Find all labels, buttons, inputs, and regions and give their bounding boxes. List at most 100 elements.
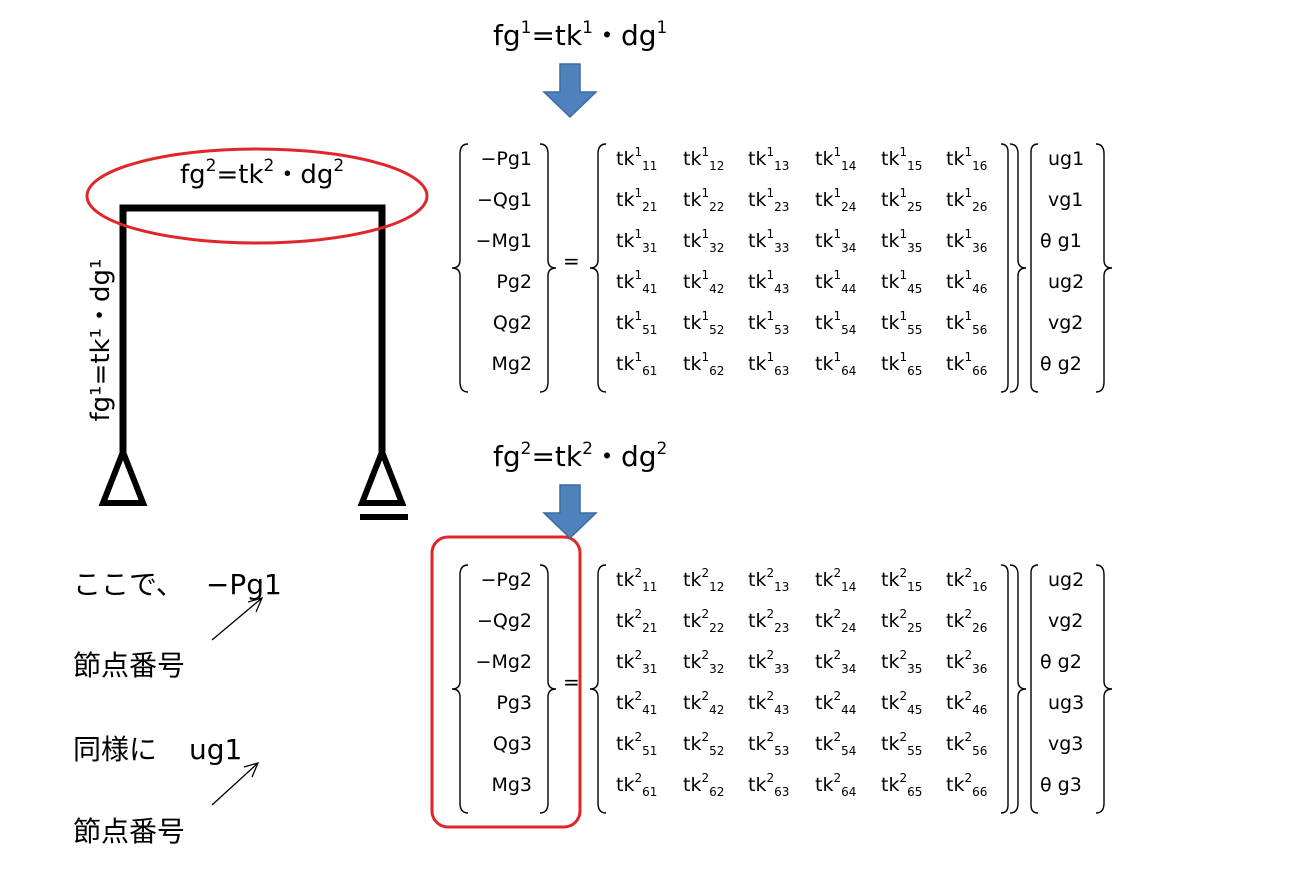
stiffness-matrix-cell: tk121 — [616, 186, 658, 214]
title-equation-2: fg2=tk2・dg2 — [493, 439, 668, 473]
stiffness-matrix-cell: tk224 — [815, 607, 857, 635]
stiffness-matrix-cell: tk212 — [683, 566, 725, 594]
stiffness-matrix-cell: tk136 — [946, 227, 988, 255]
force-vector-entry: −Qg2 — [476, 610, 532, 632]
stiffness-matrix-cell: tk115 — [881, 145, 923, 173]
stiffness-matrix-cell: tk162 — [683, 350, 725, 378]
bracket-stroke — [1009, 564, 1027, 814]
stiffness-matrix-cell: tk231 — [616, 648, 658, 676]
stiffness-matrix-cell: tk154 — [815, 309, 857, 337]
bracket-stroke — [1095, 143, 1113, 393]
stiffness-matrix-cell: tk215 — [881, 566, 923, 594]
displacement-vector-entry: θ g3 — [1040, 774, 1082, 796]
stiffness-matrix-cell: tk254 — [815, 730, 857, 758]
note-line-1: ここで、−Pg1 — [73, 568, 282, 601]
stiffness-matrix-cell: tk265 — [881, 771, 923, 799]
equals-sign: = — [563, 248, 580, 273]
stiffness-matrix-cell: tk266 — [946, 771, 988, 799]
displacement-vector-entry: θ g1 — [1040, 230, 1082, 252]
stiffness-matrix-cell: tk156 — [946, 309, 988, 337]
down-arrow-2 — [542, 484, 598, 540]
stiffness-matrix-cell: tk112 — [683, 145, 725, 173]
stiffness-matrix-cell: tk146 — [946, 268, 988, 296]
bracket-stroke — [451, 143, 469, 393]
stiffness-matrix-cell: tk134 — [815, 227, 857, 255]
stiffness-matrix-cell: tk124 — [815, 186, 857, 214]
stiffness-matrix-cell: tk226 — [946, 607, 988, 635]
stiffness-matrix-cell: tk141 — [616, 268, 658, 296]
displacement-vector-entry: ug2 — [1048, 271, 1085, 293]
stiffness-matrix-cell: tk111 — [616, 145, 658, 173]
beam-highlight-ellipse — [85, 147, 429, 245]
note-node-number-1: 節点番号 — [73, 649, 186, 682]
force-vector-entry: −Mg2 — [475, 651, 532, 673]
force-vector-entry: Qg3 — [492, 733, 532, 755]
bracket-stroke — [1030, 143, 1039, 393]
stiffness-matrix-cell: tk214 — [815, 566, 857, 594]
stiffness-matrix-cell: tk251 — [616, 730, 658, 758]
force-vector-entry: −Qg1 — [476, 189, 532, 211]
force-vector-entry: −Pg1 — [480, 148, 532, 170]
left-pin-support — [98, 443, 148, 506]
stiffness-matrix-cell: tk243 — [748, 689, 790, 717]
force-vector-entry: Pg3 — [496, 692, 532, 714]
stiffness-matrix-cell: tk122 — [683, 186, 725, 214]
stiffness-matrix-cell: tk114 — [815, 145, 857, 173]
frame-structure — [119, 204, 386, 452]
right-roller-support — [357, 443, 407, 506]
displacement-vector-entry: ug2 — [1048, 569, 1085, 591]
stiffness-matrix-cell: tk165 — [881, 350, 923, 378]
bracket-stroke — [1009, 143, 1027, 393]
stiffness-matrix-cell: tk222 — [683, 607, 725, 635]
stiffness-matrix-cell: tk166 — [946, 350, 988, 378]
bracket-stroke — [539, 143, 557, 393]
stiffness-matrix-cell: tk262 — [683, 771, 725, 799]
force-vector-entry: −Mg1 — [475, 230, 532, 252]
stiffness-matrix-cell: tk142 — [683, 268, 725, 296]
stiffness-matrix-cell: tk232 — [683, 648, 725, 676]
stiffness-matrix-cell: tk151 — [616, 309, 658, 337]
bracket-stroke — [451, 564, 469, 814]
bracket-stroke — [1030, 564, 1039, 814]
stiffness-matrix-cell: tk236 — [946, 648, 988, 676]
stiffness-matrix-cell: tk233 — [748, 648, 790, 676]
displacement-vector-entry: θ g2 — [1040, 353, 1082, 375]
stiffness-matrix-cell: tk123 — [748, 186, 790, 214]
stiffness-matrix-cell: tk153 — [748, 309, 790, 337]
stiffness-matrix-cell: tk252 — [683, 730, 725, 758]
bracket-stroke — [1000, 143, 1009, 393]
stiffness-matrix-cell: tk133 — [748, 227, 790, 255]
stiffness-matrix-cell: tk211 — [616, 566, 658, 594]
stiffness-matrix-cell: tk235 — [881, 648, 923, 676]
stiffness-matrix-cell: tk234 — [815, 648, 857, 676]
equals-sign: = — [563, 669, 580, 694]
stiffness-matrix-cell: tk253 — [748, 730, 790, 758]
stiffness-matrix-cell: tk241 — [616, 689, 658, 717]
pointer-arrow-1 — [211, 596, 264, 641]
bracket-stroke — [1000, 564, 1009, 814]
stiffness-matrix-cell: tk135 — [881, 227, 923, 255]
stiffness-matrix-cell: tk143 — [748, 268, 790, 296]
stiffness-matrix-cell: tk225 — [881, 607, 923, 635]
displacement-vector-entry: θ g2 — [1040, 651, 1082, 673]
bracket-stroke — [589, 564, 607, 814]
stiffness-matrix-cell: tk163 — [748, 350, 790, 378]
beam-equation-label: fg2=tk2・dg2 — [180, 156, 345, 190]
stiffness-matrix-cell: tk155 — [881, 309, 923, 337]
stiffness-matrix-cell: tk161 — [616, 350, 658, 378]
stiffness-matrix-cell: tk242 — [683, 689, 725, 717]
stiffness-matrix-cell: tk152 — [683, 309, 725, 337]
stiffness-matrix-cell: tk223 — [748, 607, 790, 635]
column-equation-label: fg¹=tk¹・dg¹ — [86, 258, 116, 422]
stiffness-matrix-cell: tk116 — [946, 145, 988, 173]
force-vector-entry: Mg2 — [491, 353, 532, 375]
force-vector-entry: Qg2 — [492, 312, 532, 334]
displacement-vector-entry: vg2 — [1048, 610, 1084, 632]
stiffness-matrix-cell: tk246 — [946, 689, 988, 717]
displacement-vector-entry: vg1 — [1048, 189, 1084, 211]
down-arrow-1 — [542, 63, 598, 119]
stiffness-matrix-cell: tk145 — [881, 268, 923, 296]
stiffness-matrix-cell: tk144 — [815, 268, 857, 296]
